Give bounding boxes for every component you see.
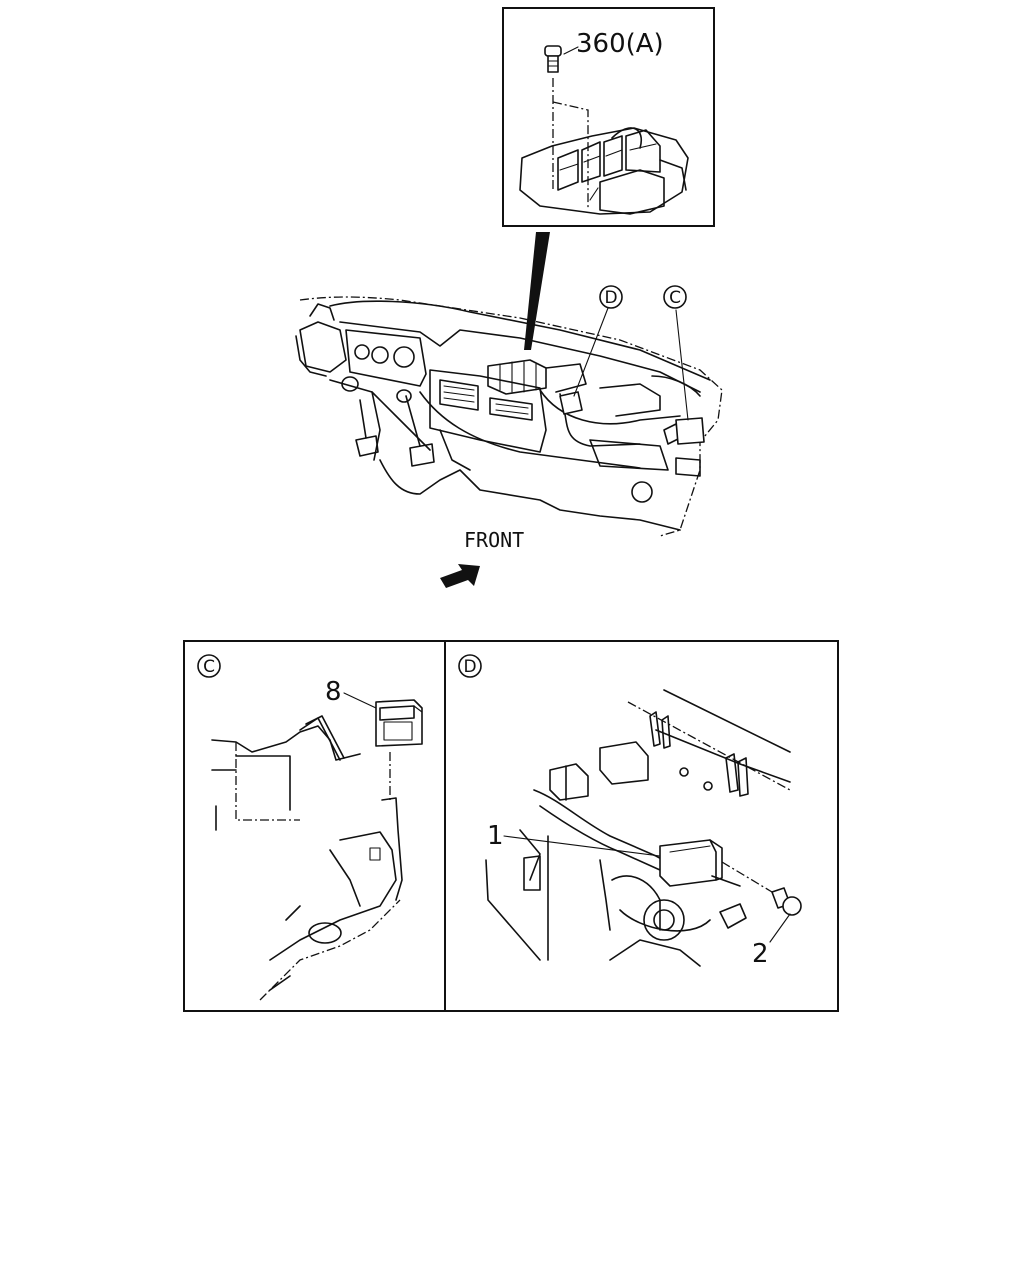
detail-panels-frame [183,640,839,1012]
center-console [429,369,547,453]
module-d-icon [559,391,583,415]
part-1-module-icon [659,839,723,887]
dashboard-top-edge [329,300,711,381]
callout-360a-leader [563,46,579,55]
callout-c-label: C [669,288,681,308]
detail-c-title-label: C [203,657,215,677]
part-8-module-icon [375,699,423,747]
steering-column [299,321,347,373]
top-inset: 360(A) [502,7,715,227]
relay-block-icon [519,127,689,215]
callout-360a-label: 360(A) [576,29,664,59]
guide-line [552,101,589,210]
part-2-leader [769,913,791,943]
module-c-icon [675,417,705,445]
callout-wedge [524,232,550,350]
relay-icon [549,763,589,801]
detail-d-title-label: D [463,657,476,677]
part-1-label: 1 [487,821,504,851]
front-arrow-icon [440,564,480,588]
dashboard-outline [299,296,723,537]
wiring-harness [419,391,641,469]
main-dashboard-view: D C [295,285,723,537]
bolt-360a-icon [544,45,562,73]
guide-line [721,861,773,893]
mounting-bracket [381,797,403,901]
part-2-label: 2 [752,939,769,969]
callout-c: C [663,285,687,309]
detail-d-title: D [458,654,482,678]
lower-panel-edge [269,831,397,961]
structure-beam [663,689,791,753]
front-label: FRONT [464,528,524,552]
callout-d-leader [573,307,609,397]
top-inset-frame [502,7,715,227]
wiring-harness-d [533,789,701,881]
detail-c-title: C [197,654,221,678]
detail-d: D 1 [458,654,802,969]
callout-c-leader [675,309,689,421]
part-8-label: 8 [325,677,342,707]
pedal-icon [355,395,435,467]
relay-block-main-icon [487,359,587,395]
callout-d: D [599,285,623,309]
callout-d-label: D [604,288,617,308]
part-8-leader [343,692,377,709]
detail-c: C 8 [197,654,423,1001]
part-1-leader [503,835,661,857]
instrument-cluster [345,329,427,387]
body-panel-edge [211,725,361,761]
relay-icon [599,741,649,785]
part-2-bolt-icon [771,887,802,916]
